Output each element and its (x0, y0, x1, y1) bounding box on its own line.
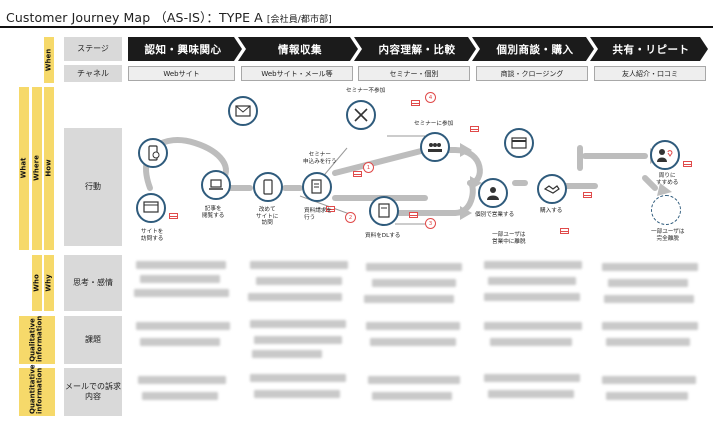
thoughts-cells (128, 255, 706, 311)
band-when (44, 37, 54, 83)
band-why (44, 255, 54, 311)
label-buy: 購入する (540, 208, 563, 214)
issues-cells (128, 316, 706, 364)
row-header-action: 行動 (64, 128, 122, 246)
action-flow-arrows (143, 135, 672, 225)
title-rule (0, 26, 713, 28)
stage-shape-4 (472, 37, 594, 61)
band-how (44, 87, 54, 250)
stage-shape-2 (238, 37, 358, 61)
stage-chevrons (128, 37, 708, 61)
mail-marker-4 (411, 100, 420, 106)
label-why: Why (44, 274, 53, 292)
row-header-issues: 課題 (64, 316, 122, 364)
stage-3: 内容理解・比較 (378, 43, 456, 56)
band-who (32, 255, 42, 311)
label-revisit: 改めて サイトに 訪問 (256, 207, 279, 227)
seminar-absent-icon (346, 100, 376, 130)
band-what (19, 87, 29, 250)
label-quantitative: Quantitative information (28, 364, 44, 414)
row-header-thoughts: 思考・感情 (64, 255, 122, 311)
mail-marker-7 (583, 192, 592, 198)
channel-5: 友人紹介・口コミ (594, 66, 706, 81)
band-quantitative (19, 368, 55, 416)
stage-shape-1 (128, 37, 242, 61)
label-seminar-apply: セミナー 申込みを行う (303, 152, 337, 165)
label-pass2: 一部ユーザは 完全離脱 (651, 229, 685, 242)
mail-marker-1 (169, 213, 178, 219)
mail-marker-8 (683, 161, 692, 167)
row-header-channel: チャネル (64, 65, 122, 82)
channel-4: 商談・クロージング (476, 66, 588, 81)
page-title: Customer Journey Map （AS-IS）：TYPE A [会社員… (6, 7, 332, 26)
label-how: How (44, 159, 53, 177)
label-seminar-attend: セミナーに参加 (414, 121, 454, 127)
channel-1: Webサイト (128, 66, 235, 81)
badge-3: 3 (425, 218, 436, 229)
phone-browse-icon (253, 172, 283, 202)
row-header-stage: ステージ (64, 37, 122, 61)
mail-marker-9 (409, 212, 418, 218)
badge-2: 2 (345, 212, 356, 223)
mail-marker-6 (560, 228, 569, 234)
stage-5: 共有・リピート (612, 43, 690, 56)
label-where: Where (32, 155, 41, 181)
mail-marker-3 (353, 171, 362, 177)
badge-4: 4 (425, 92, 436, 103)
label-visit: サイトを 訪問する (141, 229, 164, 242)
smartphone-search-icon (138, 138, 168, 168)
band-where (32, 87, 42, 250)
document-icon (369, 196, 399, 226)
label-pass1: 一部ユーザは 営業中に離脱 (492, 232, 526, 245)
badge-1: 1 (363, 162, 374, 173)
band-qualitative (19, 316, 55, 364)
seminar-group-icon (420, 132, 450, 162)
recommend-icon (650, 140, 680, 170)
website-icon (136, 193, 166, 223)
salesperson-icon (478, 178, 508, 208)
churn-placeholder-icon (651, 195, 681, 225)
label-recommend: 周りに すすめる (656, 173, 679, 186)
email-icon (228, 96, 258, 126)
label-doc-request: 資料請求を 行う (304, 208, 332, 221)
channel-3: セミナー・個別 (358, 66, 470, 81)
label-who: Who (32, 274, 41, 292)
row-header-email: メールでの訴求内容 (64, 368, 122, 416)
stage-2: 情報収集 (278, 43, 322, 56)
stage-1: 認知・興味関心 (144, 43, 222, 56)
page-title-suffix: [会社員/都市部] (266, 15, 332, 25)
label-what: What (19, 157, 28, 179)
page-title-main: Customer Journey Map （AS-IS）：TYPE A (6, 10, 263, 25)
email-cells (128, 368, 706, 416)
form-submit-icon (302, 172, 332, 202)
channel-2: Webサイト・メール等 (241, 66, 353, 81)
label-when: When (44, 48, 53, 72)
mail-marker-2 (326, 206, 335, 212)
mail-marker-5 (470, 126, 479, 132)
stage-4: 個別商談・購入 (496, 43, 574, 56)
label-sales: 個別で営業する (475, 212, 515, 218)
label-qualitative: Qualitative information (28, 315, 44, 362)
laptop-icon (201, 170, 231, 200)
label-seminar-absent: セミナー不参加 (346, 88, 386, 94)
label-article: 記事を 閲覧する (202, 206, 225, 219)
payment-card-icon (504, 128, 534, 158)
handshake-icon (537, 174, 567, 204)
label-doc-read: 資料をDLする (365, 233, 401, 239)
stage-shape-3 (354, 37, 476, 61)
stage-shape-5 (590, 37, 708, 61)
